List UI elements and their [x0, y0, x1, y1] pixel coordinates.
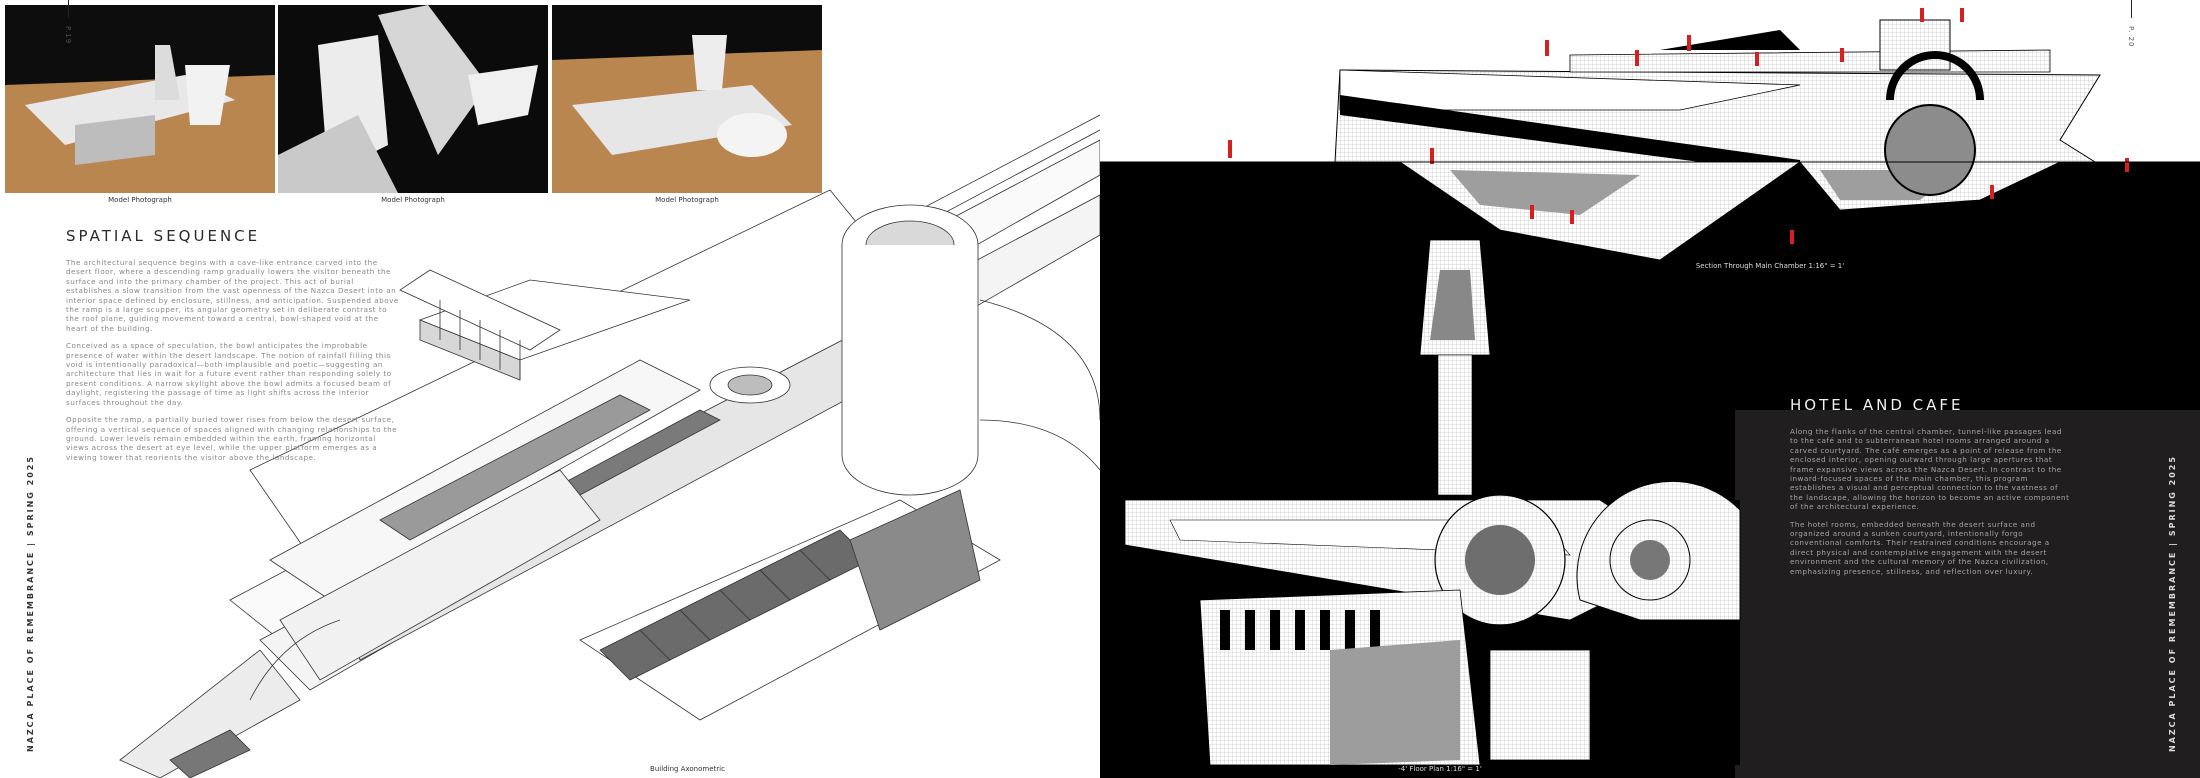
text-panel: [1735, 410, 2200, 778]
paragraph: Along the flanks of the central chamber,…: [1790, 427, 2070, 512]
right-page: P. 20 Section Through Main Chamber 1:16"…: [1100, 0, 2200, 778]
body-text: Along the flanks of the central chamber,…: [1790, 427, 2070, 584]
body-text: The architectural sequence begins with a…: [66, 258, 401, 470]
photo-caption-2: Model Photograph: [381, 196, 445, 204]
photo-caption-3: Model Photograph: [655, 196, 719, 204]
paragraph: The architectural sequence begins with a…: [66, 258, 399, 333]
plan-caption: -4' Floor Plan 1:16" = 1': [1398, 765, 1482, 773]
paragraph: Opposite the ramp, a partially buried to…: [66, 415, 398, 462]
model-photograph-1: [5, 5, 275, 193]
vertical-project-title: NAZCA PLACE OF REMEMBRANCE | SPRING 2025: [26, 455, 35, 752]
page-number-rule: [68, 0, 69, 18]
page-number-rule: [2131, 0, 2132, 18]
axonometric-caption: Building Axonometric: [650, 765, 725, 773]
page-number: P.19: [64, 26, 72, 45]
section-drawing: [1100, 8, 2200, 766]
building-axonometric-drawing: [119, 114, 1100, 778]
model-photograph-2: [278, 5, 548, 193]
model-photograph-3: [552, 5, 822, 193]
section-caption: Section Through Main Chamber 1:16" = 1': [1695, 262, 1845, 270]
section-title: HOTEL AND CAFE: [1790, 396, 1964, 414]
section-title: SPATIAL SEQUENCE: [66, 227, 261, 245]
photo-caption-1: Model Photograph: [108, 196, 172, 204]
page-number: P. 20: [2127, 26, 2135, 48]
paragraph: Conceived as a space of speculation, the…: [66, 341, 392, 407]
left-page: Model Photograph Model Photograph Model …: [5, 0, 1100, 778]
vertical-project-title: NAZCA PLACE OF REMEMBRANCE | SPRING 2025: [2168, 455, 2177, 752]
paragraph: The hotel rooms, embedded beneath the de…: [1790, 519, 2050, 576]
